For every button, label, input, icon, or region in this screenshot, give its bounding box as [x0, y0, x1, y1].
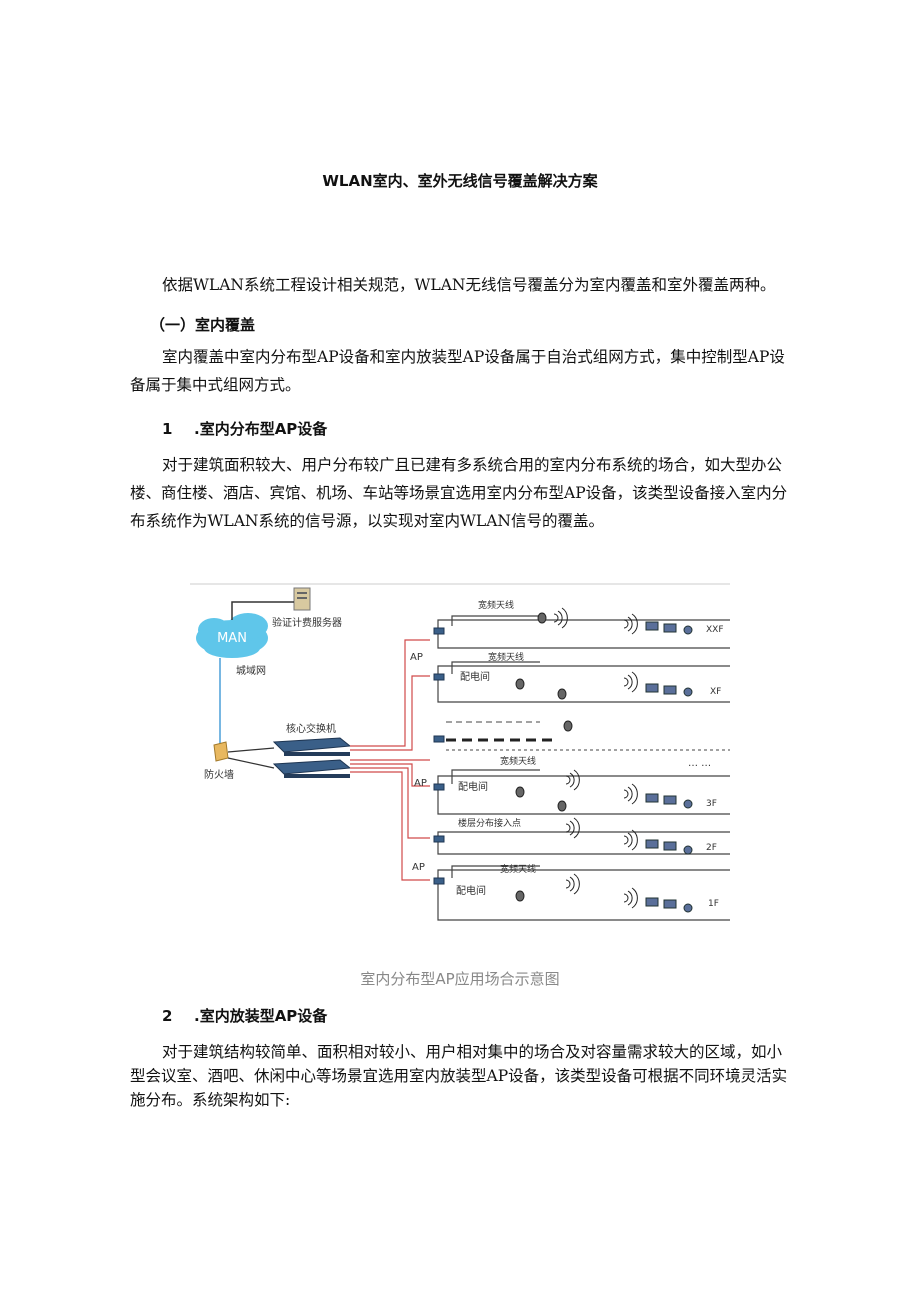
- ap-label-3: AP: [412, 862, 425, 873]
- floor-row-xxf: [437, 615, 730, 649]
- ellipsis-label: … …: [688, 758, 711, 769]
- antenna-label-3: 宽频天线: [500, 755, 536, 767]
- document-title: WLAN室内、室外无线信号覆盖解决方案: [322, 172, 598, 190]
- network-diagram: MAN 验证计费服务器 城域网 防火墙 核心交换机: [190, 580, 730, 940]
- billing-server-icon: [293, 587, 311, 611]
- item-heading-distributed-ap: 1 .室内分布型AP设备: [162, 415, 827, 443]
- server-link: [231, 601, 294, 620]
- antenna-icons: [515, 612, 573, 902]
- item-heading-text: .室内放装型AP设备: [194, 1007, 328, 1025]
- antenna-label-1: 宽频天线: [478, 599, 514, 611]
- ap-label-1: AP: [410, 652, 423, 663]
- firewall-switch-link: [227, 747, 275, 753]
- ap-device-icons: [433, 627, 445, 885]
- floor-label-2f: 2F: [706, 843, 717, 853]
- section-indoor-paragraph: 室内覆盖中室内分布型AP设备和室内放装型AP设备属于自治式组网方式，集中控制型A…: [130, 348, 785, 394]
- man-label: MAN: [217, 631, 247, 646]
- server-label: 验证计费服务器: [272, 616, 342, 629]
- distributed-ap-paragraph: 对于建筑面积较大、用户分布较广且已建有多系统合用的室内分布系统的场合，如大型办公…: [130, 456, 788, 530]
- floor-row-1f: [437, 865, 730, 921]
- antenna-label-2: 宽频天线: [488, 651, 524, 663]
- figure-caption: 室内分布型AP应用场合示意图: [360, 970, 560, 988]
- floor-label-xf: XF: [710, 687, 721, 697]
- item-heading-text: .室内分布型AP设备: [194, 420, 328, 438]
- floor-label-1f: 1F: [708, 899, 719, 909]
- floor-access-label: 楼层分布接入点: [458, 817, 521, 829]
- ap-label-2: AP: [414, 778, 427, 789]
- section-heading-indoor: （一）室内覆盖: [150, 316, 256, 334]
- floor-row-3f: [437, 769, 730, 815]
- floor-row-dashed: [446, 721, 730, 751]
- metro-label: 城域网: [236, 664, 266, 677]
- core-switch-label: 核心交换机: [286, 722, 336, 735]
- signal-icons: [553, 607, 638, 909]
- wiring-room-label-2: 配电间: [458, 780, 488, 793]
- antenna-label-4: 宽频天线: [500, 863, 536, 875]
- wiring-room-label-1: 配电间: [460, 670, 490, 683]
- floor-label-3f: 3F: [706, 799, 717, 809]
- firewall-icon: [213, 741, 229, 762]
- standalone-ap-paragraph: 对于建筑结构较简单、面积相对较小、用户相对集中的场合及对容量需求较大的区域，如小…: [130, 1043, 788, 1109]
- item-number: 2: [162, 1007, 173, 1025]
- item-number: 1: [162, 420, 173, 438]
- wiring-room-label-3: 配电间: [456, 884, 486, 897]
- man-cloud: MAN: [196, 613, 268, 658]
- floor-label-xxf: XXF: [706, 625, 724, 635]
- firewall-label: 防火墙: [204, 768, 234, 781]
- item-heading-standalone-ap: 2 .室内放装型AP设备: [162, 1002, 827, 1030]
- fiber-links: [350, 639, 430, 881]
- intro-paragraph: 依据WLAN系统工程设计相关规范，WLAN无线信号覆盖分为室内覆盖和室外覆盖两种…: [162, 276, 776, 294]
- floor-row-xf: [437, 661, 730, 703]
- laptop-icons: [645, 621, 693, 913]
